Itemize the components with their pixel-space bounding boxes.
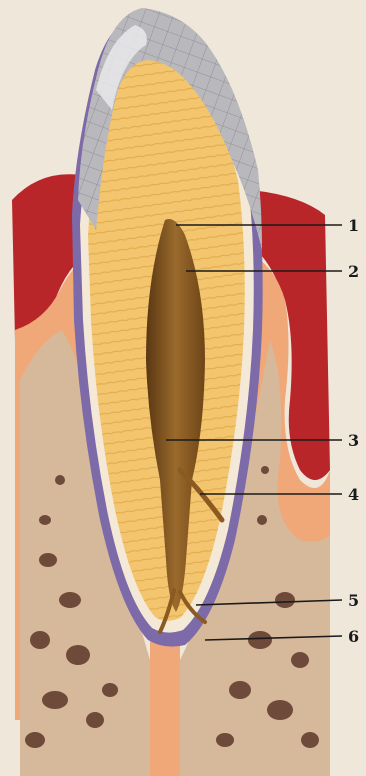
interdental-tissue: [150, 630, 180, 776]
label-6: 6: [348, 627, 359, 646]
label-2: 2: [348, 262, 359, 281]
label-4: 4: [348, 485, 359, 504]
label-5: 5: [348, 591, 359, 610]
label-1: 1: [348, 216, 359, 235]
label-3: 3: [348, 431, 359, 450]
